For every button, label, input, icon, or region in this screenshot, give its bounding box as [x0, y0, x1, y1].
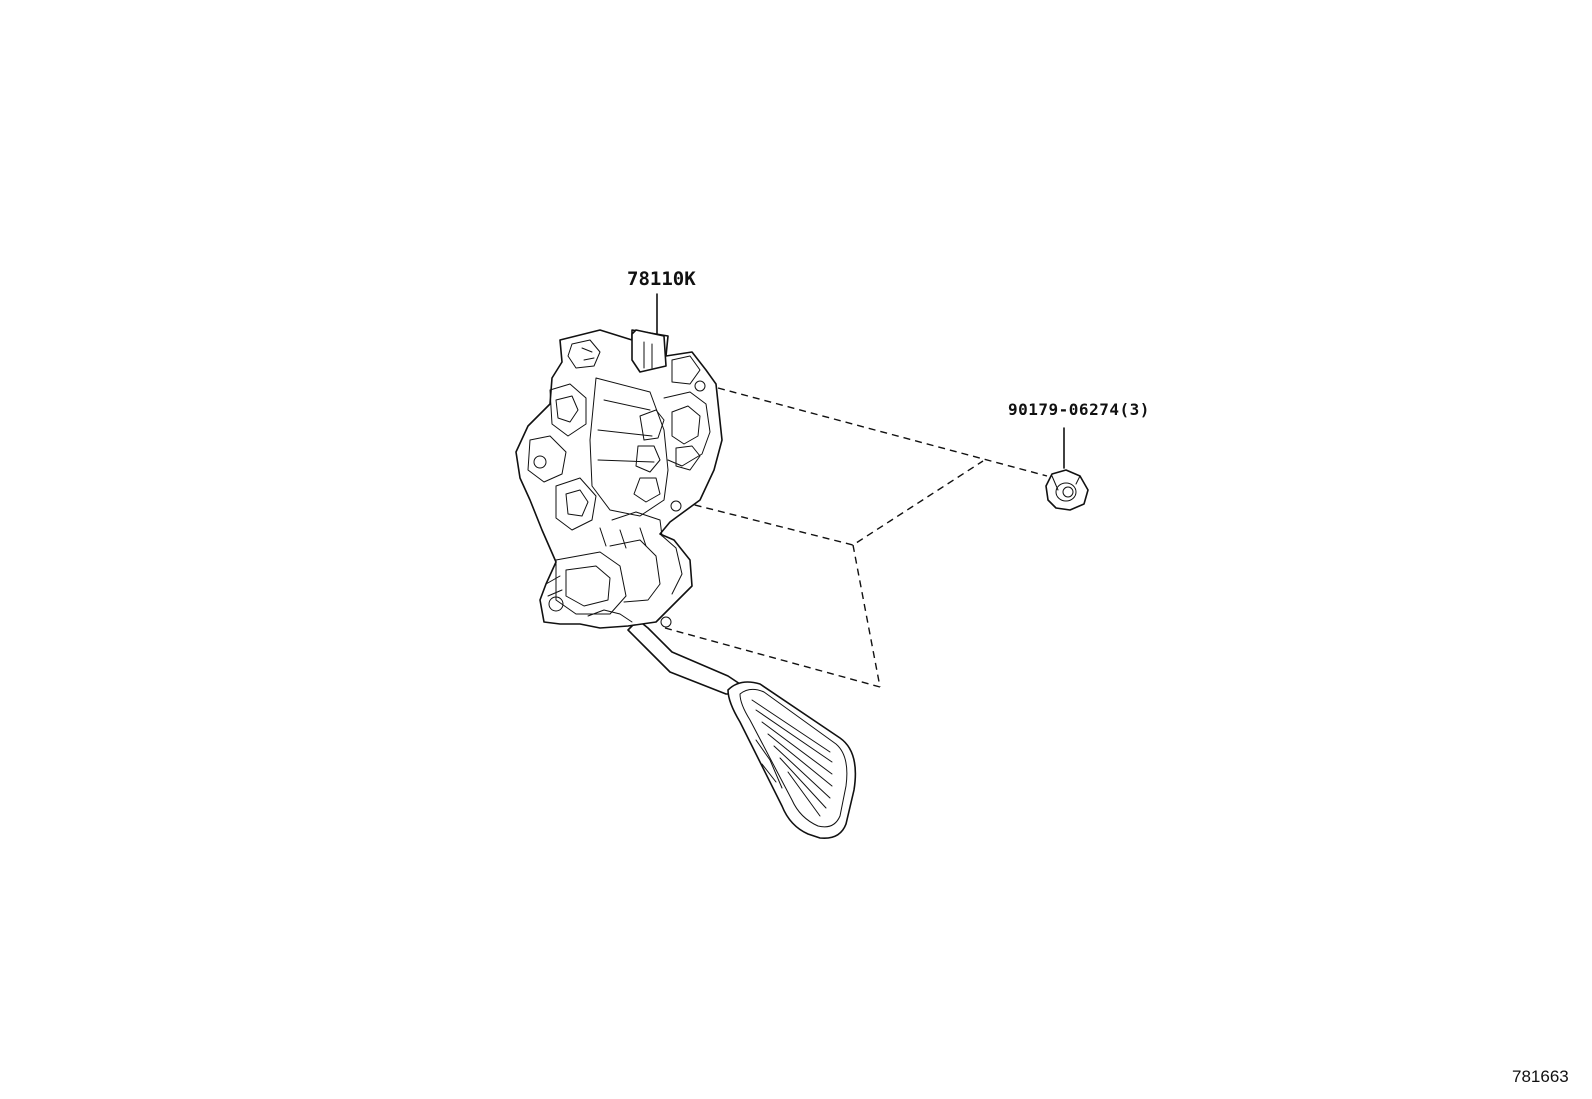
callout-nut[interactable]: 90179-06274(3) [1008, 400, 1150, 469]
callout-label-nut[interactable]: 90179-06274(3) [1008, 400, 1150, 419]
callout-pedal-assembly[interactable]: 78110K [627, 268, 696, 337]
callout-label-pedal-assembly[interactable]: 78110K [627, 268, 696, 290]
diagram-id: 781663 [1512, 1067, 1569, 1086]
dashed-alignment-lines [664, 387, 1048, 688]
accelerator-pedal-assembly-icon[interactable] [515, 329, 857, 840]
nut-icon[interactable] [1045, 469, 1089, 511]
